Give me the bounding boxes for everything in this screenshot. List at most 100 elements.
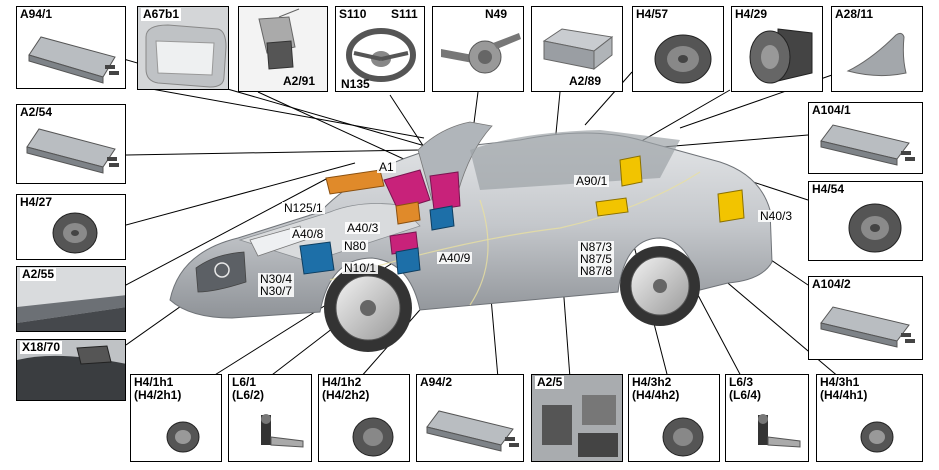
box-h4-1h2-label: H4/1h2 (H4/2h2) [322,376,369,402]
steering-column-icon [441,33,521,74]
box-h4-3h1-line-1: (H4/4h1) [820,388,868,402]
speaker-icon [848,203,902,253]
leader-a2-55 [125,177,329,286]
box-a2-5: A2/5 [531,374,623,462]
box-h4-1h2-line-0: H4/1h2 [322,375,362,389]
tweeter-icon [166,421,200,453]
tweeter-icon [860,421,894,453]
callout-a40-3: A40/3 [345,221,381,235]
box-steering-wheel: S110 S111 N135 [335,6,425,92]
box-a94-2-label: A94/2 [420,375,453,389]
box-h4-1h2: H4/1h2 (H4/2h2) [318,374,410,462]
callout-n30-line-1: N30/7 [260,284,293,298]
box-l6-3-line-1: (L6/4) [729,388,762,402]
box-l6-1-line-1: (L6/2) [232,388,265,402]
leader-a67b1 [145,87,425,139]
box-h4-3h2: H4/3h2 (H4/4h2) [628,374,720,462]
component-magenta-2 [429,171,461,211]
box-a94-1: A94/1 [16,6,126,89]
module-box-icon [542,28,614,71]
leader-h4-27 [125,162,356,226]
unit-photo-icon [239,7,327,91]
component-a40-3 [395,201,421,225]
box-a67b1: A67b1 A67b1 [137,6,229,90]
component-a40-8-blue [299,241,335,275]
box-a94-2: A94/2 [416,374,524,462]
module-icon [26,128,119,174]
box-a28-11: A28/11 [831,6,923,92]
sensor-icon [261,414,304,448]
box-h4-27: H4/27 [16,194,126,260]
box-h4-1h1-line-1: (H4/2h1) [134,388,182,402]
box-a2-55: A2/55 A2/55 [16,266,126,332]
box-s111-label: S111 [391,7,418,21]
callout-n125-1: N125/1 [282,201,325,215]
box-a2-54-label: A2/54 [20,105,53,119]
module-icon [28,36,119,84]
component-n125-orange [325,169,385,195]
box-l6-3: L6/3 (L6/4) [725,374,809,462]
callout-n87-line-1: N87/5 [580,252,613,266]
component-a1-magenta [383,169,431,211]
box-a2-91: A2/91 [238,6,328,92]
component-n40-3-yellow [717,189,745,223]
callout-a90-1: A90/1 [574,174,610,188]
box-h4-54-label: H4/54 [812,182,845,196]
callout-n40-3: N40/3 [758,209,795,223]
antenna-strip-icon [17,267,125,331]
box-h4-1h1-line-0: H4/1h1 [134,375,174,389]
component-blue-2 [429,205,455,231]
speaker-icon [52,212,98,254]
steering-wheel-icon [346,28,416,82]
box-h4-3h2-label: H4/3h2 (H4/4h2) [632,376,679,402]
box-a67b1-label-bg: A67b1 [141,7,182,21]
box-a2-5-label: A2/5 [535,375,565,389]
box-n135-label: N135 [341,77,370,91]
box-h4-3h2-line-1: (H4/4h2) [632,388,680,402]
box-h4-3h1-label: H4/3h1 (H4/4h1) [820,376,867,402]
box-h4-3h2-line-0: H4/3h2 [632,375,672,389]
box-a2-91-label: A2/91 [283,74,316,88]
module-icon [820,306,915,348]
callout-a40-8: A40/8 [290,227,326,241]
box-h4-54: H4/54 [808,181,923,261]
box-a2-89: A2/89 [531,6,623,92]
car-door-line [469,199,489,306]
box-h4-57: H4/57 [632,6,724,92]
component-n10-1 [395,247,421,275]
component-a90-1-yellow [619,155,643,187]
speaker-icon [662,417,704,457]
box-x18-70-label: X18/70 [20,340,63,354]
sensor-icon [758,414,801,448]
box-a2-55-label-bg: A2/55 [20,267,57,281]
box-l6-1-label: L6/1 (L6/2) [232,376,264,402]
box-a28-11-label: A28/11 [835,7,874,21]
callout-n87-line-0: N87/3 [580,240,613,254]
engine-bay-photo-icon [532,375,622,461]
box-a104-1: A104/1 [808,102,923,174]
leader-h4-57 [584,71,633,126]
callout-n30: N30/4 N30/7 [258,273,295,298]
box-a94-1-label: A94/1 [20,7,53,21]
callout-n87-line-2: N87/8 [580,264,613,278]
box-h4-1h1: H4/1h1 (H4/2h1) [130,374,222,462]
box-l6-3-line-0: L6/3 [729,375,754,389]
antenna-fin-icon [846,32,907,77]
speaker-icon [352,417,394,457]
box-h4-27-label: H4/27 [20,195,53,209]
car-grille [195,251,247,293]
box-s110-label: S110 [339,7,367,21]
box-l6-1-line-0: L6/1 [232,375,257,389]
box-l6-1: L6/1 (L6/2) [228,374,312,462]
box-h4-29-label: H4/29 [735,7,768,21]
box-a104-2: A104/2 [808,276,923,360]
box-a2-89-label: A2/89 [569,74,602,88]
box-n49-label: N49 [485,7,508,21]
box-n49: N49 [432,6,524,92]
box-a104-2-label: A104/2 [812,277,851,291]
box-h4-3h1: H4/3h1 (H4/4h1) [816,374,923,462]
callout-n87: N87/3 N87/5 N87/8 [578,240,615,278]
box-l6-3-label: L6/3 (L6/4) [729,376,761,402]
